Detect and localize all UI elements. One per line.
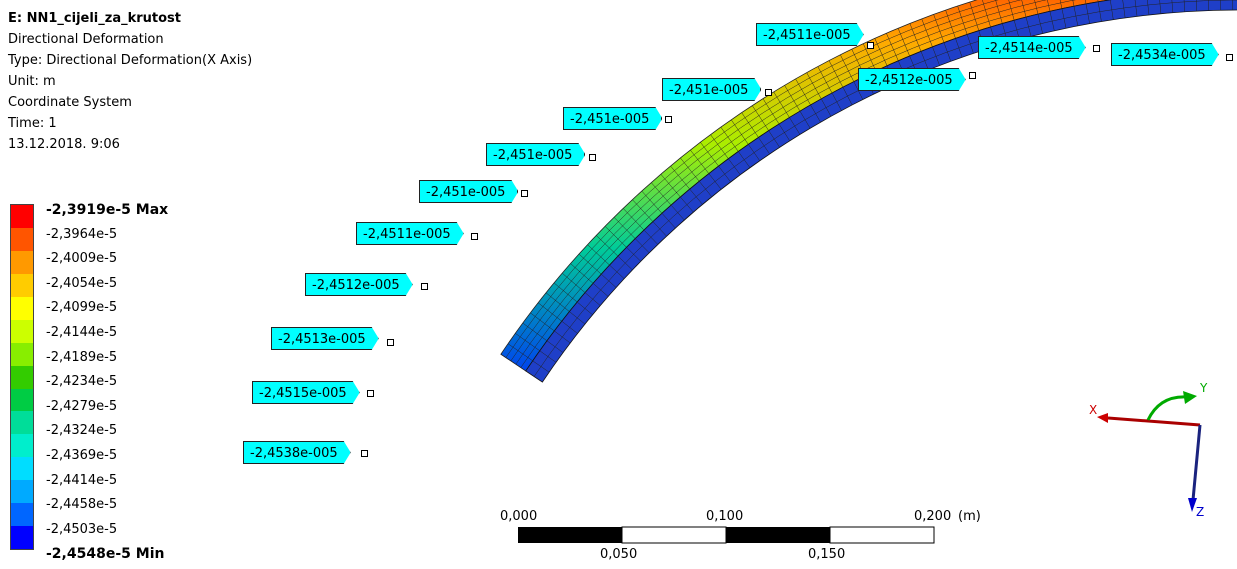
probe-label[interactable]: -2,4515e-005 (252, 381, 360, 404)
scale-label-100: 0,100 (706, 509, 744, 524)
z-axis-label: Z (1196, 505, 1204, 519)
legend-label: -2,4144e-5 (46, 324, 118, 340)
result-time: Time: 1 (8, 116, 57, 131)
legend-color-band (11, 388, 33, 412)
probe-label[interactable]: -2,4511e-005 (756, 23, 864, 46)
y-axis-arrow (1183, 391, 1197, 404)
probe-label[interactable]: -2,4514e-005 (978, 36, 1086, 59)
z-axis-line (1191, 424, 1202, 501)
result-unit: Unit: m (8, 74, 56, 89)
legend-label: -2,3964e-5 (46, 226, 118, 242)
color-legend-labels: -2,3919e-5 Max -2,3964e-5 -2,4009e-5 -2,405… (46, 198, 168, 567)
probe-label[interactable]: -2,451e-005 (486, 143, 585, 166)
scale-bar-segment-white-2 (829, 526, 935, 544)
legend-color-band (11, 526, 33, 550)
x-axis-arrow (1097, 413, 1108, 423)
probe-label[interactable]: -2,451e-005 (419, 180, 518, 203)
probe-label[interactable]: -2,4538e-005 (243, 441, 351, 464)
coordinate-system: Coordinate System (8, 95, 132, 110)
probe-label[interactable]: -2,4534e-005 (1111, 43, 1219, 66)
result-name: Directional Deformation (8, 32, 164, 47)
scale-label-150: 0,150 (808, 547, 846, 562)
scale-label-050: 0,050 (600, 547, 638, 562)
legend-color-band (11, 273, 33, 297)
legend-color-band (11, 503, 33, 527)
legend-color-band (11, 319, 33, 343)
result-type: Type: Directional Deformation(X Axis) (8, 53, 253, 68)
result-date: 13.12.2018. 9:06 (8, 137, 120, 152)
legend-label: -2,4369e-5 (46, 447, 118, 463)
legend-color-band (11, 227, 33, 251)
scale-unit: (m) (958, 509, 981, 524)
probe-label[interactable]: -2,4512e-005 (305, 273, 413, 296)
legend-color-band (11, 296, 33, 320)
probe-label[interactable]: -2,4513e-005 (271, 327, 379, 350)
y-axis-label: Y (1199, 381, 1208, 395)
coordinate-triad[interactable]: X Y Z (1089, 381, 1208, 519)
analysis-title: E: NN1_cijeli_za_krutost (8, 11, 182, 26)
legend-label: -2,4189e-5 (46, 349, 118, 365)
legend-label: -2,4234e-5 (46, 374, 118, 390)
result-info-panel: E: NN1_cijeli_za_krutost Directional Def… (8, 8, 252, 155)
legend-label: -2,4458e-5 (46, 497, 118, 513)
legend-label: -2,4548e-5 Min (46, 546, 165, 563)
legend-label: -2,4009e-5 (46, 251, 118, 267)
z-axis-arrow (1188, 498, 1197, 512)
x-axis-label: X (1089, 403, 1097, 417)
legend-label: -2,4324e-5 (46, 423, 118, 439)
legend-label: -2,4279e-5 (46, 398, 118, 414)
legend-label: -2,3919e-5 Max (46, 202, 169, 218)
probe-label[interactable]: -2,451e-005 (563, 107, 662, 130)
color-legend-bar[interactable] (10, 204, 34, 550)
legend-color-band (11, 250, 33, 274)
scale-label-200: 0,200 (914, 509, 952, 524)
probe-label[interactable]: -2,4511e-005 (356, 222, 464, 245)
legend-label: -2,4503e-5 (46, 521, 118, 537)
legend-color-band (11, 342, 33, 366)
scale-bar (518, 526, 935, 544)
legend-color-band (11, 205, 33, 228)
scale-bar-segment-black-1 (518, 527, 622, 543)
probe-label[interactable]: -2,4512e-005 (858, 68, 966, 91)
legend-color-band (11, 480, 33, 504)
scale-bar-segment-black-2 (726, 527, 830, 543)
probe-label[interactable]: -2,451e-005 (662, 78, 761, 101)
legend-label: -2,4054e-5 (46, 275, 118, 291)
legend-color-band (11, 365, 33, 389)
scale-label-0: 0,000 (500, 509, 538, 524)
legend-color-band (11, 434, 33, 458)
y-axis-curve (1146, 395, 1189, 421)
legend-label: -2,4414e-5 (46, 472, 118, 488)
legend-color-band (11, 411, 33, 435)
x-axis-line (1107, 416, 1201, 427)
legend-label: -2,4099e-5 (46, 300, 118, 316)
scale-bar-segment-white-1 (621, 526, 727, 544)
legend-color-band (11, 457, 33, 481)
